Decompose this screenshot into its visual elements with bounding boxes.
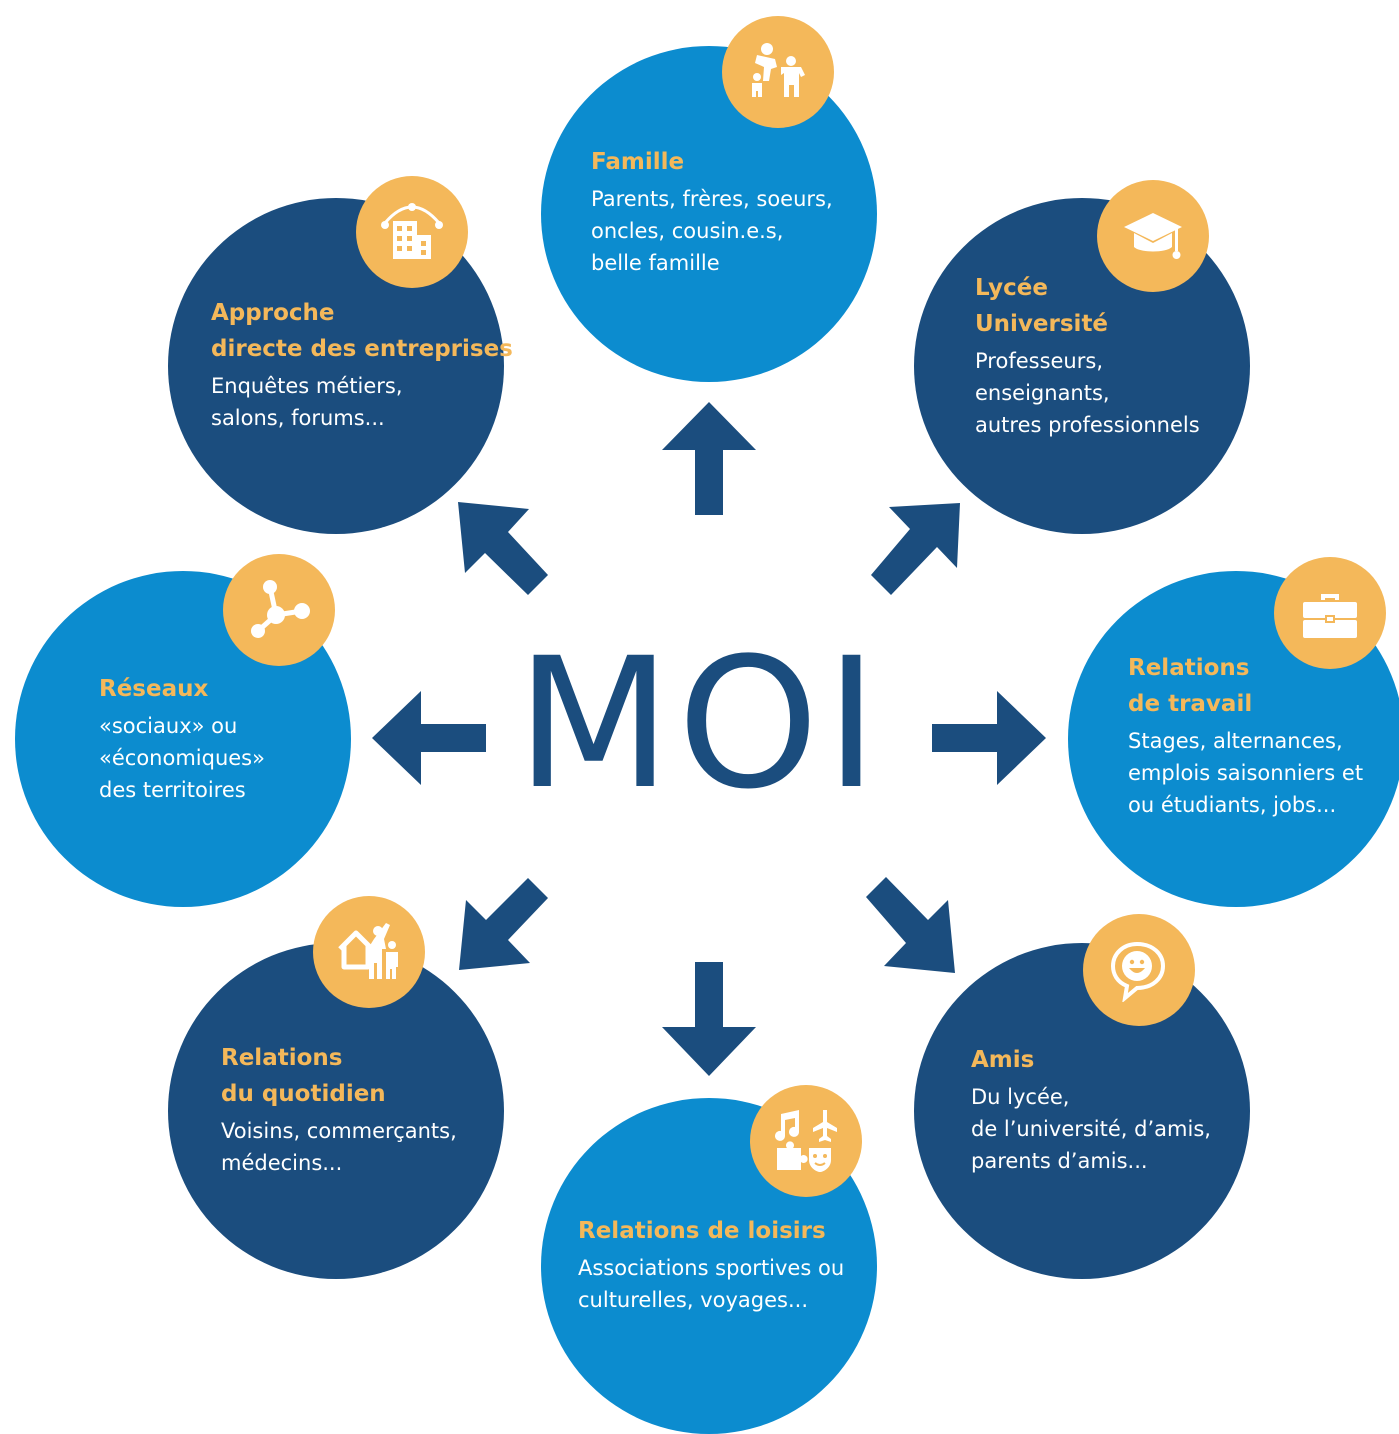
leisure-icon [750,1085,862,1197]
neighbors-icon [313,896,425,1008]
node-amis-text: Amis Du lycée, de l’université, d’amis, … [971,1042,1211,1177]
node-reseaux-desc: «sociaux» ou «économiques» des territoir… [99,714,265,802]
node-travail-desc: Stages, alternances, emplois saisonniers… [1128,729,1364,817]
node-quotidien [168,943,504,1279]
arrow-right [932,691,1046,785]
arrow-left [372,691,486,785]
node-amis-title: Amis [971,1047,1035,1073]
node-famille-title: Famille [591,149,685,175]
node-travail-text: Relations de travail Stages, alternances… [1128,650,1363,821]
node-amis [914,943,1250,1279]
node-lycee-text: Lycée Université Professeurs, enseignant… [975,270,1200,441]
family-icon [722,16,834,128]
node-entreprises-title: Approche directe des entreprises [211,300,513,362]
node-entreprises-text: Approche directe des entreprises Enquête… [211,295,513,434]
arrow-down-right [866,877,955,973]
node-quotidien-title: Relations du quotidien [221,1045,386,1107]
node-quotidien-text: Relations du quotidien Voisins, commerça… [221,1040,457,1179]
node-entreprises-desc: Enquêtes métiers, salons, forums... [211,374,403,430]
node-reseaux-text: Réseaux «sociaux» ou «économiques» des t… [99,671,265,806]
smiley-chat-icon [1083,914,1195,1026]
node-famille-text: Famille Parents, frères, soeurs, oncles,… [591,144,833,279]
node-travail-title: Relations de travail [1128,655,1253,717]
node-loisirs-text: Relations de loisirs Associations sporti… [578,1213,844,1316]
node-quotidien-desc: Voisins, commerçants, médecins... [221,1119,457,1175]
node-reseaux-title: Réseaux [99,676,209,702]
graduation-cap-icon [1097,180,1209,292]
arrow-up-left [458,502,548,595]
node-lycee-desc: Professeurs, enseignants, autres profess… [975,349,1200,437]
node-famille-desc: Parents, frères, soeurs, oncles, cousin.… [591,187,833,275]
network-icon [223,554,335,666]
arrow-up-right [871,503,960,595]
center-label: MOI [515,620,885,829]
arrow-up [662,402,756,515]
briefcase-icon [1274,557,1386,669]
node-loisirs-desc: Associations sportives ou culturelles, v… [578,1256,845,1312]
node-lycee-title: Lycée Université [975,275,1109,337]
node-amis-desc: Du lycée, de l’université, d’amis, paren… [971,1085,1211,1173]
node-loisirs-title: Relations de loisirs [578,1218,826,1244]
arrow-down-left [459,878,548,970]
building-icon [356,176,468,288]
arrow-down [662,962,756,1076]
